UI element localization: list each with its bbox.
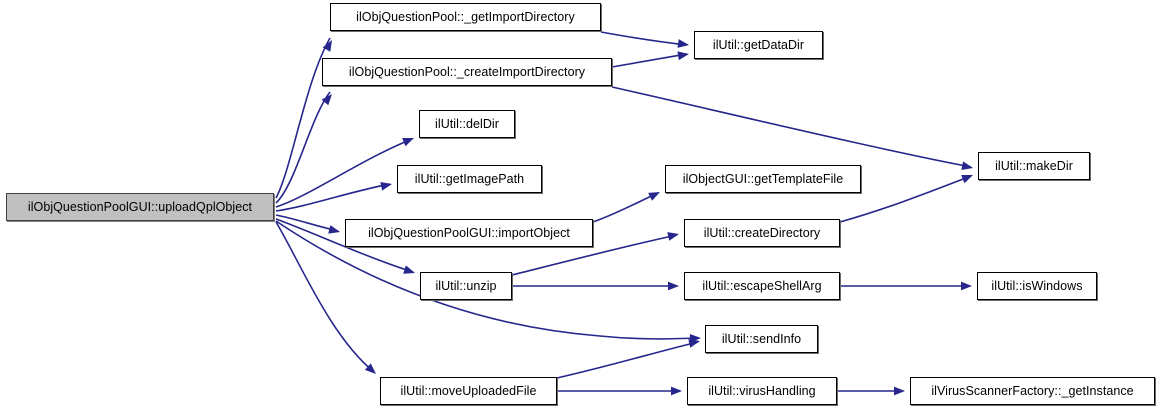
graph-node-label: ilUtil::sendInfo [721,331,802,346]
arrowhead-virusHandling-to-getInstance [894,386,905,396]
arrowhead-root-to-createImportDir [321,94,332,106]
graph-node-getTemplateFile[interactable]: ilObjectGUI::getTemplateFile [665,165,861,193]
graph-node-isWindows[interactable]: ilUtil::isWindows [977,272,1097,300]
arrowhead-getImportDir-to-getDataDir [677,39,689,48]
edge-root-to-getImagePath [275,183,391,212]
edge-root-to-unzip [275,218,414,273]
graph-node-label: ilObjQuestionPool::_getImportDirectory [356,9,575,24]
graph-node-createDirectory[interactable]: ilUtil::createDirectory [684,219,840,247]
edge-root-to-moveUploadedFile [275,221,375,373]
graph-node-label: ilUtil::moveUploadedFile [400,383,537,398]
arrowhead-escapeShellArg-to-isWindows [961,281,972,291]
graph-node-virusHandling[interactable]: ilUtil::virusHandling [687,377,837,405]
edge-root-to-sendInfo [275,220,699,340]
graph-node-label: ilUtil::getDataDir [712,37,805,52]
arrowhead-root-to-getImagePath [380,181,392,191]
graph-node-createImportDir[interactable]: ilObjQuestionPool::_createImportDirector… [322,58,612,86]
graph-node-escapeShellArg[interactable]: ilUtil::escapeShellArg [684,272,840,300]
graph-node-moveUploadedFile[interactable]: ilUtil::moveUploadedFile [380,377,557,405]
graph-node-makeDir[interactable]: ilUtil::makeDir [978,152,1090,180]
edge-root-to-getImportDir [275,37,331,199]
arrowhead-root-to-unzip [403,265,415,274]
edge-getImportDir-to-getDataDir [600,31,688,46]
edge-unzip-to-createDirectory [511,234,678,276]
edge-createImportDir-to-getDataDir [611,53,688,68]
graph-node-getInstance[interactable]: ilVirusScannerFactory::_getInstance [910,377,1155,405]
arrowhead-createImportDir-to-makeDir [961,161,973,171]
graph-node-unzip[interactable]: ilUtil::unzip [420,272,512,300]
edge-root-to-delDir [275,138,413,208]
graph-node-delDir[interactable]: ilUtil::delDir [419,110,515,138]
arrowhead-unzip-to-escapeShellArg [668,281,679,291]
arrowhead-root-to-importObject [328,225,340,234]
edge-moveUploadedFile-to-sendInfo [556,341,699,379]
edge-root-to-createImportDir [275,91,331,204]
graph-node-label: ilObjQuestionPoolGUI::uploadQplObject [27,199,253,214]
edge-createImportDir-to-makeDir [611,86,972,168]
graph-node-root[interactable]: ilObjQuestionPoolGUI::uploadQplObject [6,193,274,221]
edge-paths [275,31,972,392]
arrowhead-root-to-delDir [402,138,414,147]
graph-node-label: ilUtil::isWindows [991,278,1083,293]
graph-node-label: ilObjQuestionPoolGUI::importObject [368,225,570,240]
edge-createDirectory-to-makeDir [839,175,972,223]
arrowhead-createImportDir-to-getDataDir [677,51,689,61]
graph-node-label: ilUtil::escapeShellArg [702,278,822,293]
graph-node-getImportDir[interactable]: ilObjQuestionPool::_getImportDirectory [330,3,601,31]
graph-node-label: ilObjectGUI::getTemplateFile [682,171,844,186]
arrowhead-root-to-moveUploadedFile [364,363,376,374]
graph-node-label: ilUtil::makeDir [995,158,1073,173]
arrowhead-createDirectory-to-makeDir [961,175,973,184]
edge-importObject-to-getTemplateFile [592,192,659,223]
graph-node-getImagePath[interactable]: ilUtil::getImagePath [397,165,542,193]
arrowhead-root-to-getImportDir [322,40,332,52]
graph-node-label: ilVirusScannerFactory::_getInstance [931,383,1134,398]
graph-node-label: ilUtil::createDirectory [703,225,821,240]
arrowhead-importObject-to-getTemplateFile [648,192,660,201]
graph-node-label: ilObjQuestionPool::_createImportDirector… [348,64,586,79]
graph-node-label: ilUtil::virusHandling [708,383,816,398]
graph-node-label: ilUtil::getImagePath [414,171,525,186]
arrowhead-moveUploadedFile-to-virusHandling [671,386,682,396]
graph-node-sendInfo[interactable]: ilUtil::sendInfo [705,325,818,353]
graph-node-label: ilUtil::delDir [435,116,499,131]
edge-arrowheads [321,39,973,396]
graph-node-getDataDir[interactable]: ilUtil::getDataDir [694,31,823,59]
arrowhead-moveUploadedFile-to-sendInfo [688,339,700,348]
graph-node-importObject[interactable]: ilObjQuestionPoolGUI::importObject [345,219,593,247]
arrowhead-unzip-to-createDirectory [667,232,679,241]
graph-node-label: ilUtil::unzip [435,278,497,293]
